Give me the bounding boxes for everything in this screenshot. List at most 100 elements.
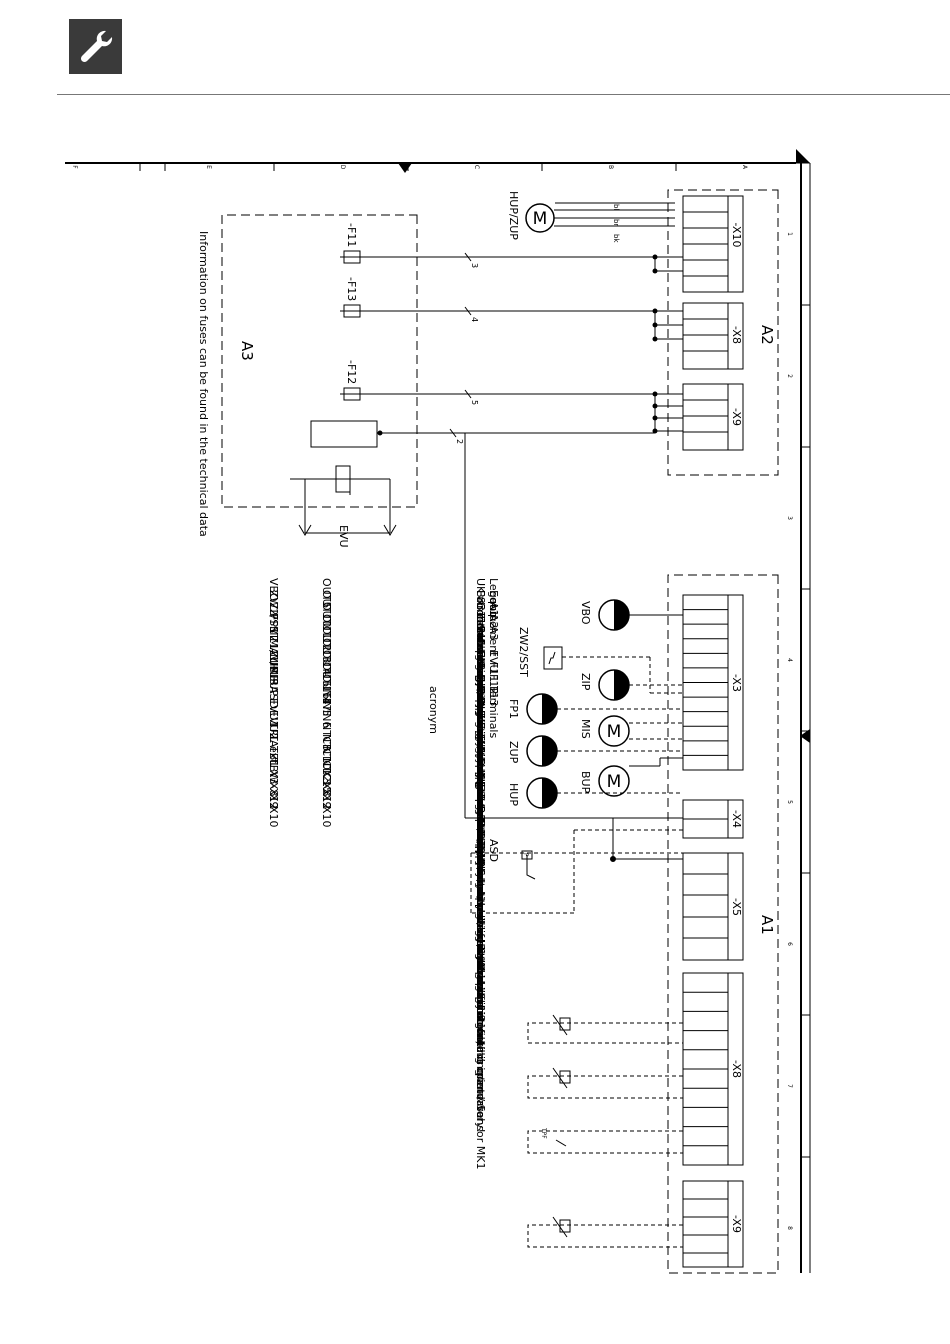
legend-equipment-function: Sub-distribution unit internal installat… xyxy=(474,626,487,848)
legend-equipment-function: Cut out controller unit xyxy=(474,662,487,784)
legend-title: Legend: xyxy=(487,578,500,622)
legend-terminal-function: Brine circulation pump xyxy=(474,590,487,715)
fuse-f12-label: -F12 xyxy=(345,360,358,384)
legend-terminal: NTC15 xyxy=(320,758,333,794)
a3-label: A3 xyxy=(238,341,256,361)
legend-terminal: X9 xyxy=(320,794,333,809)
motor-letter: M xyxy=(533,209,548,229)
legend-terminal-function: Energy supplier contact; closed on relea… xyxy=(474,710,487,1109)
a2-x10-label: -X10 xyxy=(730,223,743,248)
legend-function-header: Function xyxy=(474,590,487,637)
legend-equipment-code: EVU xyxy=(487,650,500,673)
a2-terminal-strip-x9: -X9 xyxy=(682,383,744,451)
a2-enclosure xyxy=(667,189,779,476)
hup-pump: HUP xyxy=(507,777,683,809)
legend-acronym: HUP xyxy=(267,662,280,685)
service-tool-badge xyxy=(69,19,122,74)
zip-pump: ZIP xyxy=(579,669,683,701)
legend-terminal-function: Diverting valve for domestic hot water xyxy=(474,686,487,899)
a1-enclosure xyxy=(667,574,779,1274)
fuse-f11-label: -F11 xyxy=(345,223,358,247)
frame-col-label: F xyxy=(71,165,78,169)
legend-acronym: X8 xyxy=(267,782,280,797)
wire-count-4: 4 xyxy=(470,317,479,322)
drawing-frame xyxy=(65,162,811,1273)
a1-x8-label: -X8 xyxy=(730,1060,743,1078)
legend-terminal-function: Brine pressure pressostat; provided by c… xyxy=(474,698,487,1011)
frame-column-marker xyxy=(398,163,412,173)
mis-motor-letter: M xyxy=(607,722,622,742)
sensor-x9 xyxy=(527,1216,683,1248)
vbo-pump: VBO xyxy=(579,599,683,631)
legend-equipment-function: Energy supplier contact; closed on relea… xyxy=(474,650,487,1049)
legend-terminal: IN6 xyxy=(320,710,333,728)
frame-row-label: 5 xyxy=(786,800,793,804)
header-rule xyxy=(57,94,950,95)
legend-equipment-code: A2 xyxy=(487,614,500,629)
a1-x5-label: -X5 xyxy=(730,898,743,916)
legend-acronym: VBO xyxy=(267,578,280,602)
frame-row-label: 2 xyxy=(786,374,793,378)
frame-col-label: D xyxy=(339,165,346,170)
bup-label: BUP xyxy=(579,771,592,794)
fuse-f13-label: -F13 xyxy=(345,277,358,301)
a1-terminal-strip-x3: -X3 xyxy=(682,594,744,771)
a1-x9-label: -X9 xyxy=(730,1215,743,1233)
legend-terminal: OUT5 xyxy=(320,578,333,608)
legend-acronym: TA xyxy=(267,733,280,748)
legend-terminal: NTC8 xyxy=(320,722,333,751)
legend-acronym: ZUP xyxy=(267,650,280,673)
legend-terminal-function: Terminal in switch box heat pump xyxy=(474,817,487,1003)
a2-x8-label: -X8 xyxy=(730,326,743,344)
asd-pressostat: P ASD xyxy=(487,839,536,880)
a1-terminal-strip-x5: -X5 xyxy=(682,852,744,961)
legend-terminal: OUT16 xyxy=(320,662,333,699)
legend-terminal-function: Charge/discharge/cooling mixer 1 closed xyxy=(474,638,487,862)
legend-terminal: OUT11 xyxy=(320,602,333,639)
wire-color-br: br xyxy=(612,219,620,226)
legend-terminal: X8 xyxy=(320,782,333,797)
legend-terminal-function: Energy supplier contact; closed on relea… xyxy=(474,722,487,1121)
legend-terminal-function: circulation pump xyxy=(474,614,487,706)
legend-terminal: OUT17 xyxy=(320,674,333,711)
frame-col-label: E xyxy=(205,165,212,169)
legend-acronym: MA1/MIS xyxy=(267,638,280,685)
legend-acronym: TB1 xyxy=(267,745,280,767)
wire-count-2: 2 xyxy=(455,439,464,444)
bup-motor: M BUP xyxy=(579,757,683,797)
legend-terminal: IN4 xyxy=(320,686,333,704)
sensor-x8-1 xyxy=(527,1014,683,1044)
frame-row-label: 6 xyxy=(786,942,793,946)
legend-acronym: ZW2/SST xyxy=(267,590,280,640)
legend-terminal-function: Power supply, compressor; right-hand rot… xyxy=(474,794,487,1133)
wire-count-5: 5 xyxy=(470,400,479,405)
a3-fuse-note: Information on fuses can be found in the… xyxy=(197,231,210,537)
evu-contactor xyxy=(290,420,466,593)
a2-terminal-strip-x10: -X10 xyxy=(682,195,744,293)
legend-terminal: OUT15 xyxy=(320,650,333,687)
frame-col-label: B xyxy=(607,165,614,169)
legend-terminal-function: Dewpoint monitor bridge; cooling interru… xyxy=(474,758,487,1170)
asd-sensor-tag: P xyxy=(522,853,529,857)
legend-acronym: EVU2 xyxy=(267,710,280,740)
hup-zup-motor: M HUP/ZUP bl br bk xyxy=(507,191,675,243)
a1-terminal-strip-x4: -X4 xyxy=(682,799,744,839)
a1-terminal-strip-x9: -X9 xyxy=(682,1180,744,1268)
zip-label: ZIP xyxy=(579,673,592,691)
wire-color-bk: bk xyxy=(612,234,620,243)
legend-equipment-header: Equipement xyxy=(487,590,500,657)
legend-terminal: OUT13 xyxy=(320,626,333,663)
legend-equipment-function: Controller board; Attention: I-max = 6,3… xyxy=(474,602,487,876)
sensor-x8-2 xyxy=(527,1067,683,1099)
hup-label: HUP xyxy=(507,783,520,806)
a3-enclosure xyxy=(221,214,418,508)
supply-bus-lines xyxy=(340,256,683,434)
evu-label: EVU xyxy=(337,525,350,548)
frame-row-label: 4 xyxy=(786,658,793,662)
legend-acronym: TBW xyxy=(267,757,280,783)
legend-terminal-function: Heating circuit circulating pump xyxy=(474,674,487,851)
zup-pump: ZUP xyxy=(507,735,683,767)
tpf-contact: TPF xyxy=(527,1127,683,1154)
